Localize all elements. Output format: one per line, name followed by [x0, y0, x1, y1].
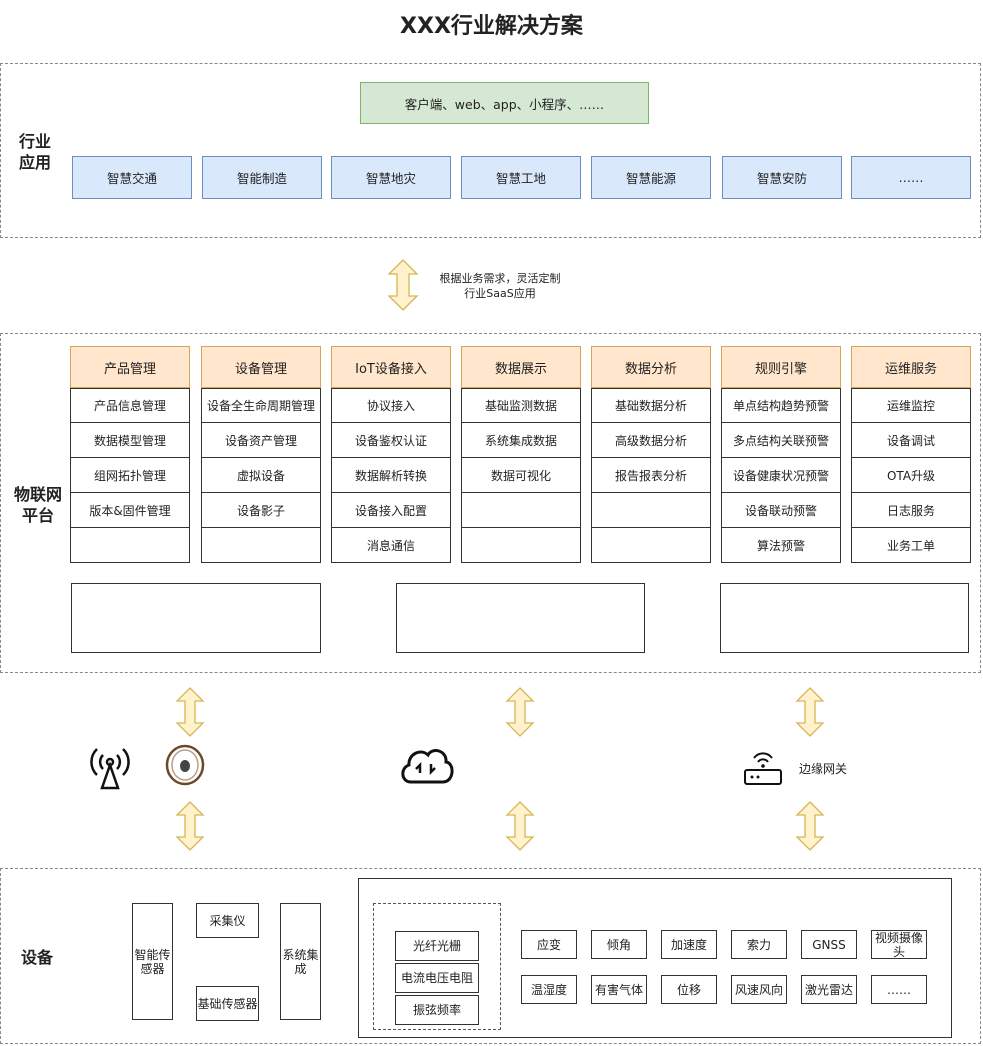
app-box: 智慧地灾 — [331, 156, 451, 199]
app-box: …… — [851, 156, 971, 199]
app-box: 智慧工地 — [461, 156, 581, 199]
platform-block-2 — [396, 583, 645, 653]
wireless-tower-icon — [90, 748, 130, 790]
column-item — [461, 528, 581, 563]
industry-label: 行业应用 — [18, 132, 51, 172]
column-item: 报告报表分析 — [591, 458, 711, 493]
industry-section — [0, 63, 981, 238]
device-type-box: 温湿度 — [521, 975, 577, 1004]
double-arrow-icon — [795, 687, 825, 737]
app-box: 智慧交通 — [72, 156, 192, 199]
sensor-type-box: 光纤光栅 — [395, 931, 479, 961]
column-item — [591, 493, 711, 528]
column-item: 设备联动预警 — [721, 493, 841, 528]
column-item: 组网拓扑管理 — [70, 458, 190, 493]
column-item: 设备影子 — [201, 493, 321, 528]
column-item: 基础监测数据 — [461, 388, 581, 423]
platform-label: 物联网平台 — [13, 485, 62, 525]
column-item: 设备全生命周期管理 — [201, 388, 321, 423]
module-icon — [165, 744, 205, 786]
column-item: 数据可视化 — [461, 458, 581, 493]
smart-sensor-box: 智能传感器 — [132, 903, 173, 1020]
device-type-box: 视频摄像头 — [871, 930, 927, 959]
platform-block-3 — [720, 583, 969, 653]
basic-sensor-box: 基础传感器 — [196, 986, 259, 1021]
system-integration-box: 系统集成 — [280, 903, 321, 1020]
device-type-box: …… — [871, 975, 927, 1004]
device-type-box: 风速风向 — [731, 975, 787, 1004]
column-header: 数据展示 — [461, 346, 581, 388]
app-box: 智慧能源 — [591, 156, 711, 199]
column-item: 单点结构趋势预警 — [721, 388, 841, 423]
sensor-type-box: 振弦频率 — [395, 995, 479, 1025]
edge-gateway-label: 边缘网关 — [799, 762, 848, 776]
sensor-group-dashed — [373, 903, 501, 1030]
column-header: 数据分析 — [591, 346, 711, 388]
device-type-box: GNSS — [801, 930, 857, 959]
column-item: 运维监控 — [851, 388, 971, 423]
device-type-box: 位移 — [661, 975, 717, 1004]
column-item: 设备鉴权认证 — [331, 423, 451, 458]
column-item: 基础数据分析 — [591, 388, 711, 423]
platform-section — [0, 333, 981, 673]
column-header: 运维服务 — [851, 346, 971, 388]
device-type-box: 应变 — [521, 930, 577, 959]
device-type-box: 倾角 — [591, 930, 647, 959]
double-arrow-icon — [795, 801, 825, 851]
column-item — [70, 528, 190, 563]
page-title: XXX行业解决方案 — [400, 14, 583, 39]
device-section — [0, 868, 981, 1044]
column-item: 设备接入配置 — [331, 493, 451, 528]
column-item: 数据解析转换 — [331, 458, 451, 493]
column-item: 算法预警 — [721, 528, 841, 563]
double-arrow-icon — [505, 687, 535, 737]
cloud-icon — [401, 749, 454, 784]
device-type-box: 索力 — [731, 930, 787, 959]
collector-box: 采集仪 — [196, 903, 259, 938]
column-item: OTA升级 — [851, 458, 971, 493]
column-item: 高级数据分析 — [591, 423, 711, 458]
column-item — [461, 493, 581, 528]
router-icon — [744, 752, 782, 785]
column-item: 设备健康状况预警 — [721, 458, 841, 493]
device-label: 设备 — [20, 948, 53, 967]
sensor-type-box: 电流电压电阻 — [395, 963, 479, 993]
app-box: 智慧安防 — [722, 156, 842, 199]
column-item: 消息通信 — [331, 528, 451, 563]
column-item: 虚拟设备 — [201, 458, 321, 493]
column-item: 业务工单 — [851, 528, 971, 563]
column-item: 设备资产管理 — [201, 423, 321, 458]
column-header: 规则引擎 — [721, 346, 841, 388]
customization-note: 根据业务需求，灵活定制行业SaaS应用 — [439, 272, 561, 300]
column-item: 多点结构关联预警 — [721, 423, 841, 458]
double-arrow-icon — [387, 259, 419, 311]
column-header: 设备管理 — [201, 346, 321, 388]
column-header: 产品管理 — [70, 346, 190, 388]
client-box: 客户端、web、app、小程序、…… — [360, 82, 649, 124]
column-item: 版本&固件管理 — [70, 493, 190, 528]
app-box: 智能制造 — [202, 156, 322, 199]
device-type-box: 有害气体 — [591, 975, 647, 1004]
double-arrow-icon — [175, 687, 205, 737]
column-item: 系统集成数据 — [461, 423, 581, 458]
column-item: 协议接入 — [331, 388, 451, 423]
column-item: 日志服务 — [851, 493, 971, 528]
column-item: 数据模型管理 — [70, 423, 190, 458]
column-item: 设备调试 — [851, 423, 971, 458]
platform-block-1 — [71, 583, 321, 653]
double-arrow-icon — [175, 801, 205, 851]
double-arrow-icon — [505, 801, 535, 851]
device-type-box: 激光雷达 — [801, 975, 857, 1004]
column-item: 产品信息管理 — [70, 388, 190, 423]
column-header: IoT设备接入 — [331, 346, 451, 388]
column-item — [201, 528, 321, 563]
column-item — [591, 528, 711, 563]
device-type-box: 加速度 — [661, 930, 717, 959]
